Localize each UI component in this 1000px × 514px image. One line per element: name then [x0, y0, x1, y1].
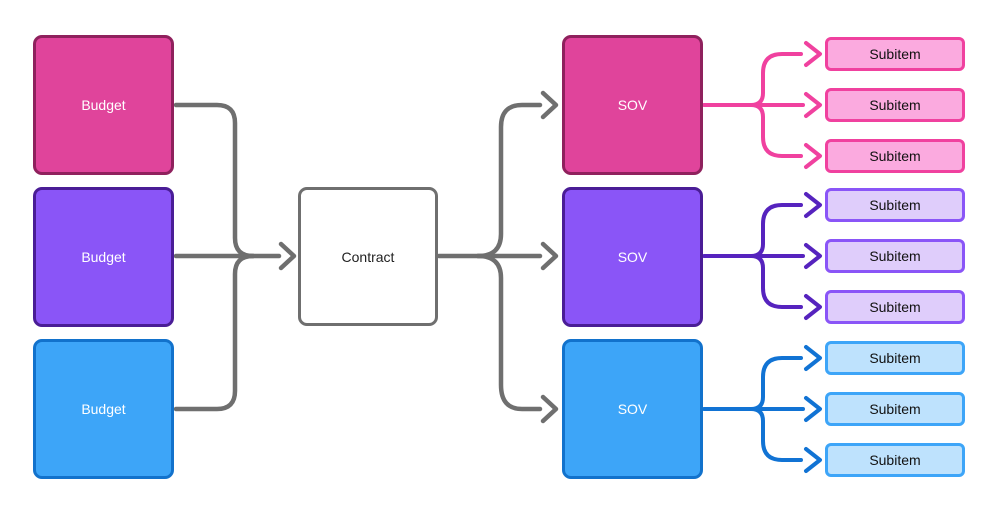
budget-node-2-label: Budget: [81, 249, 126, 265]
budget1-to-contract-connector: [173, 102, 256, 259]
arrowhead-icon: [540, 90, 559, 120]
arrowhead-icon: [804, 92, 822, 118]
arrowhead-icon: [804, 294, 822, 320]
subitem-label: Subitem: [869, 350, 921, 366]
budget-node-1: Budget: [33, 35, 174, 175]
arrowhead-icon: [278, 241, 297, 271]
subitem-node-2-2: Subitem: [825, 239, 965, 273]
arrowhead-icon: [804, 243, 822, 269]
subitem-node-2-3: Subitem: [825, 290, 965, 324]
arrowhead-icon: [540, 241, 559, 271]
subitem-label: Subitem: [869, 148, 921, 164]
sov-node-2-label: SOV: [617, 249, 648, 265]
budget-node-3: Budget: [33, 339, 174, 479]
sov-node-2: SOV: [562, 187, 703, 327]
arrowhead-icon: [804, 41, 822, 67]
subitem-node-2-1: Subitem: [825, 188, 965, 222]
budget-node-2: Budget: [33, 187, 174, 327]
budget3-to-contract-connector: [173, 253, 256, 412]
subitem-node-3-1: Subitem: [825, 341, 965, 375]
sov2-fan-up-connector: [749, 203, 803, 258]
arrowhead-icon: [804, 396, 822, 422]
arrowhead-icon: [540, 394, 559, 424]
budget-node-3-label: Budget: [81, 401, 126, 417]
sov1-fan-down-connector: [749, 103, 803, 158]
sov3-fan-up-connector: [749, 356, 803, 411]
subitem-node-3-3: Subitem: [825, 443, 965, 477]
subitem-label: Subitem: [869, 248, 921, 264]
arrowhead-icon: [804, 447, 822, 473]
subitem-label: Subitem: [869, 97, 921, 113]
sov1-fan-up-connector: [749, 52, 803, 107]
sov-node-1-label: SOV: [617, 97, 648, 113]
subitem-label: Subitem: [869, 401, 921, 417]
subitem-label: Subitem: [869, 46, 921, 62]
sov-node-1: SOV: [562, 35, 703, 175]
subitem-node-3-2: Subitem: [825, 392, 965, 426]
contract-node-label: Contract: [341, 248, 395, 265]
subitem-node-1-1: Subitem: [825, 37, 965, 71]
contract-node: Contract: [298, 187, 438, 326]
arrowhead-icon: [804, 345, 822, 371]
sov3-fan-down-connector: [749, 407, 803, 462]
sov-node-3: SOV: [562, 339, 703, 479]
arrowhead-icon: [804, 192, 822, 218]
subitem-label: Subitem: [869, 452, 921, 468]
contract-to-sov3-connector: [475, 253, 543, 412]
subitem-node-1-2: Subitem: [825, 88, 965, 122]
sov2-fan-down-connector: [749, 254, 803, 309]
contract-to-sov1-connector: [475, 102, 543, 259]
budget-node-1-label: Budget: [81, 97, 126, 113]
arrowhead-icon: [804, 143, 822, 169]
sov-node-3-label: SOV: [617, 401, 648, 417]
subitem-label: Subitem: [869, 197, 921, 213]
subitem-label: Subitem: [869, 299, 921, 315]
subitem-node-1-3: Subitem: [825, 139, 965, 173]
